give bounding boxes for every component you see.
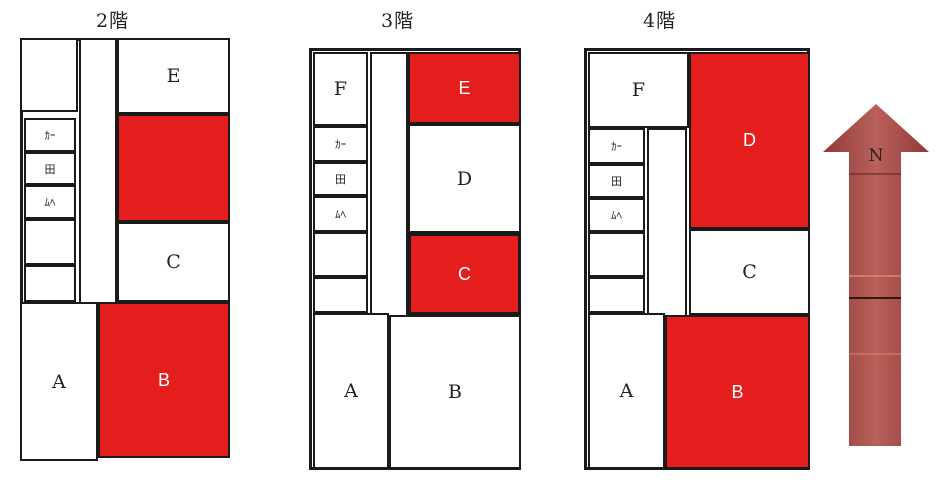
floor-4-service-1: ｶｰ: [588, 128, 645, 164]
floor-2-title: 2階: [96, 10, 130, 32]
floor-4-corridor: [647, 128, 687, 338]
floor-2-room-c: C: [117, 222, 230, 302]
floor-2-service-1: ｶｰ: [24, 118, 76, 152]
floor-2-room-highlight: [117, 114, 230, 222]
floor-2-room-e: E: [117, 38, 230, 114]
floor-4-room-f: F: [588, 52, 689, 128]
floor-3-room-a: A: [313, 313, 389, 469]
floor-2-plan: ｶｰ 田 ﾑﾍ E C A B: [20, 38, 230, 461]
floor-3-title: 3階: [381, 10, 415, 32]
floor-3-room-f: F: [313, 52, 368, 126]
floor-2-top-left-block: [20, 38, 78, 112]
floor-3-service-3: ﾑﾍ: [313, 196, 368, 232]
floor-2-service-5: [24, 265, 76, 302]
floor-4-service-5: [588, 277, 645, 313]
floor-2-room-b: B: [98, 302, 230, 458]
floor-3-room-c: C: [408, 233, 521, 315]
floor-4-plan: F ｶｰ 田 ﾑﾍ D C A B: [584, 48, 810, 470]
floor-3-service-1: ｶｰ: [313, 126, 368, 162]
floor-4-title: 4階: [643, 10, 677, 32]
floor-2-service-3: ﾑﾍ: [24, 185, 76, 219]
floor-2-corridor: [79, 38, 117, 332]
floor-2-service-2: 田: [24, 152, 76, 185]
floor-3-room-d: D: [408, 124, 521, 233]
floor-3-service-2: 田: [313, 162, 368, 196]
floor-3-room-b: B: [389, 315, 521, 469]
floor-4-room-b: B: [665, 315, 810, 469]
floor-3-corridor: [370, 52, 408, 344]
floor-3-plan: F ｶｰ 田 ﾑﾍ E D C A B: [309, 48, 521, 470]
floor-4-room-c: C: [689, 229, 810, 315]
north-label: N: [869, 146, 884, 166]
floor-4-service-3: ﾑﾍ: [588, 198, 645, 232]
floor-3-service-4: [313, 232, 368, 277]
floor-4-service-4: [588, 232, 645, 277]
floor-4-room-a: A: [588, 313, 665, 469]
floor-3-service-5: [313, 277, 368, 313]
floor-3-room-e: E: [408, 52, 521, 124]
north-arrow-icon: N: [823, 104, 929, 446]
floor-4-room-d: D: [689, 52, 810, 229]
floor-2-service-4: [24, 219, 76, 265]
floor-2-room-a: A: [20, 302, 98, 461]
floor-4-service-2: 田: [588, 164, 645, 198]
